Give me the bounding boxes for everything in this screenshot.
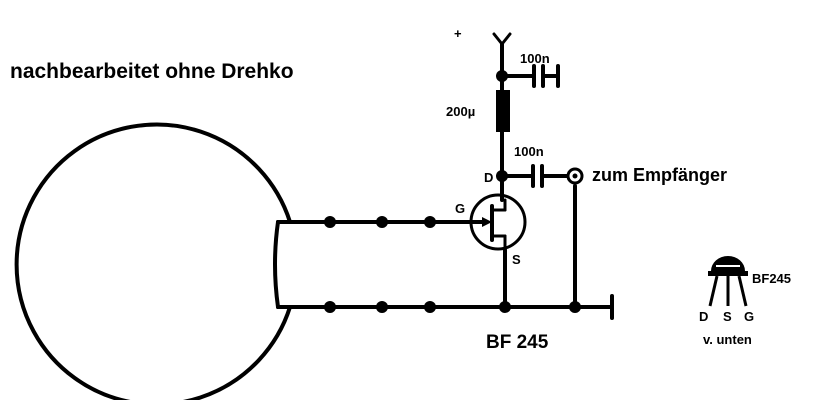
transistor-label: BF 245 [486,332,549,353]
junction-dot [324,216,336,228]
cap-out-label: 100n [514,144,544,159]
junction-dot [324,301,336,313]
junction-dot [376,216,388,228]
junction-dot [424,216,436,228]
jfet-body-icon [469,193,527,251]
pinout-s-label: S [723,309,732,324]
loop-antenna-inner-edge [273,220,280,309]
gate-pin-label: G [455,201,465,216]
cap-top-label: 100n [520,51,550,66]
junction-dot [376,301,388,313]
junction-dot [424,301,436,313]
drain-pin-label: D [484,170,493,185]
pinout-view-label: v. unten [703,332,752,347]
choke-inductor [496,90,510,132]
bf245-pinout-icon [708,256,748,307]
pinout-d-label: D [699,309,708,324]
source-pin-label: S [512,252,521,267]
choke-label: 200µ [446,104,475,119]
jfet-gate-arrow-icon [482,217,492,227]
output-jack-center [572,173,578,179]
pinout-g-label: G [744,309,754,324]
loop-antenna [14,122,292,405]
output-label: zum Empfänger [592,165,727,185]
supply-plus-label: + [454,26,462,41]
pinout-part-label: BF245 [752,271,791,286]
diagram-title: nachbearbeitet ohne Drehko [10,60,294,83]
